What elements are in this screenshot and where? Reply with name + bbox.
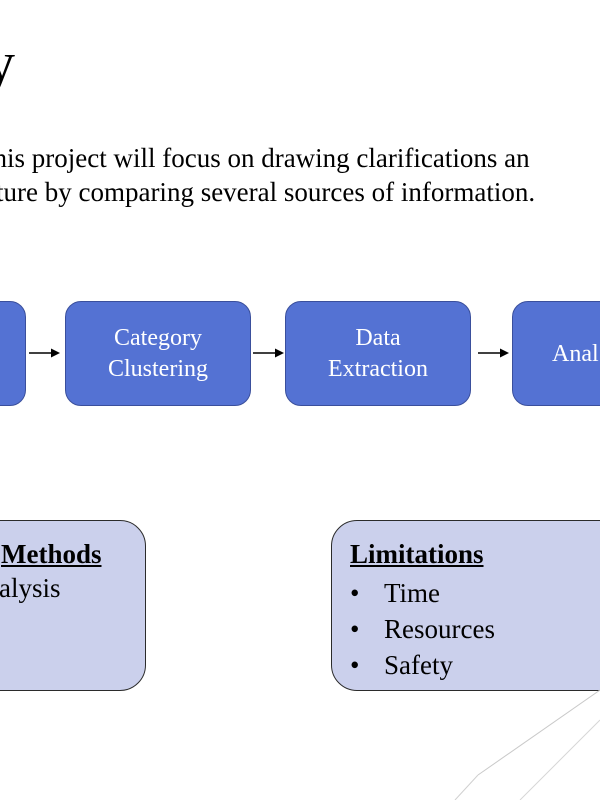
list-item-label: Safety xyxy=(384,650,453,680)
list-item-label: Time xyxy=(384,578,441,608)
process-step-label: Anal xyxy=(552,341,599,367)
flow-arrow-3 xyxy=(478,348,509,358)
list-item: • Time xyxy=(350,575,495,611)
flow-arrow-2 xyxy=(253,348,284,358)
list-item: • Safety xyxy=(350,647,495,683)
process-step-label-line2: Clustering xyxy=(108,355,208,382)
limitations-list: • Time • Resources • Safety xyxy=(350,575,495,683)
bullet-icon: • xyxy=(350,578,360,608)
methods-item: alysis xyxy=(0,573,61,603)
intro-line-2: ture by comparing several sources of inf… xyxy=(0,177,536,207)
methods-box: Methods alysis xyxy=(0,520,146,691)
methods-heading: Methods xyxy=(1,539,102,569)
process-step-data-extraction: Data Extraction xyxy=(285,301,471,406)
bullet-icon: • xyxy=(350,614,360,644)
intro-line-1: this project will focus on drawing clari… xyxy=(0,143,530,173)
flow-arrow-1 xyxy=(29,348,60,358)
process-step-label-line1: Data xyxy=(355,324,401,351)
slide-title: y xyxy=(0,30,15,95)
list-item: • Resources xyxy=(350,611,495,647)
list-item-label: Resources xyxy=(384,614,495,644)
process-step-category-clustering: Category Clustering xyxy=(65,301,251,406)
process-step-analysis: Anal xyxy=(512,301,600,406)
limitations-heading: Limitations xyxy=(350,539,484,569)
process-step-label-line1: Category xyxy=(114,324,202,351)
bullet-icon: • xyxy=(350,650,360,680)
process-step-label-line2: Extraction xyxy=(328,355,428,382)
limitations-box: Limitations • Time • Resources • Safety xyxy=(331,520,600,691)
process-step-partial xyxy=(0,301,26,406)
